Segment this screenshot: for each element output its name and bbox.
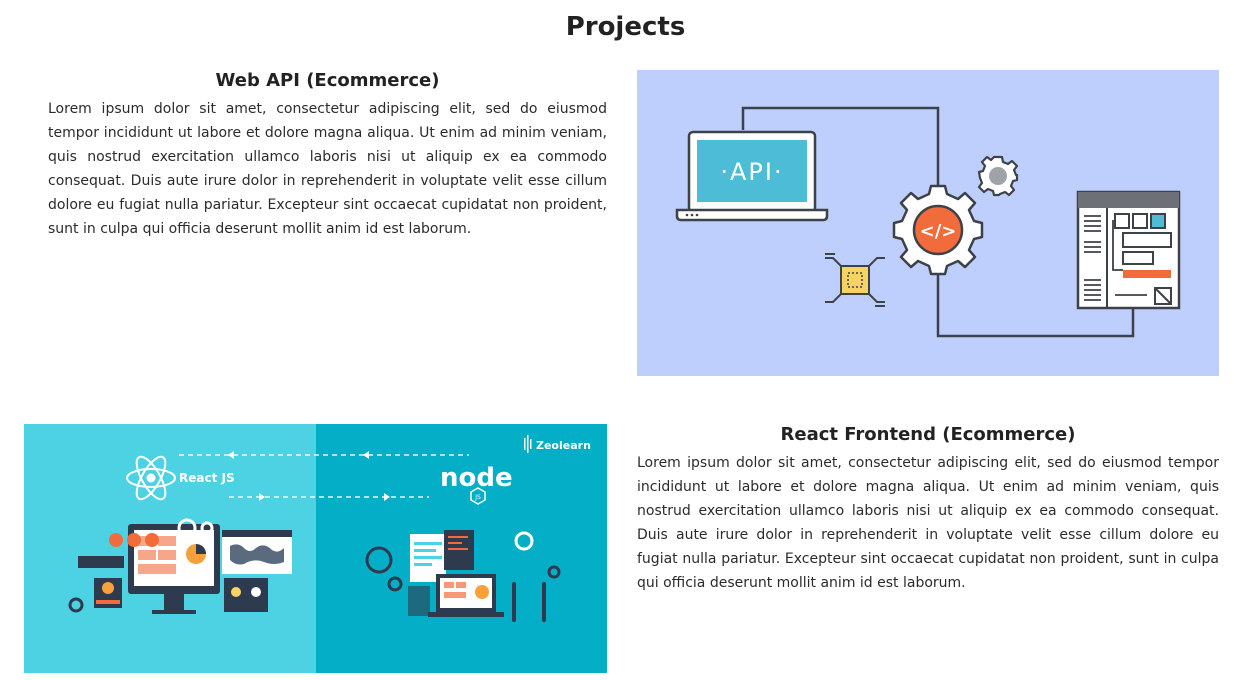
project-title: Web API (Ecommerce) [215,70,440,91]
project-web-api: Web API (Ecommerce) Lorem ipsum dolor si… [48,70,607,241]
weather-widget-icon [224,578,268,612]
hearts-row-icon [109,533,159,547]
project-title: React Frontend (Ecommerce) [780,424,1076,445]
react-js-label: React JS [179,471,235,485]
laptop-icon [428,574,504,617]
page-title: Projects [565,12,686,42]
react-logo-icon [126,455,176,501]
project-description: Lorem ipsum dolor sit amet, consectetur … [637,455,1219,591]
project-react-frontend: React Frontend (Ecommerce) Lorem ipsum d… [637,424,1219,595]
laptop-icon: ·API· [675,130,829,222]
api-illustration: ·API· </> [675,106,1181,338]
zeolearn-brand: Zeolearn [536,439,591,452]
chip-icon [825,253,885,307]
gear-icon [365,531,561,592]
zeolearn-logo-icon [524,435,532,453]
node-logo-text: node [440,463,513,493]
react-node-illustration: React JS node JS Zeolearn [24,424,607,673]
node-js-sub: JS [474,494,481,501]
gear-icon [68,518,214,613]
code-symbol: </> [920,221,957,242]
project-image-api: ·API· </> [637,70,1219,376]
settings-panel-icon [78,556,124,608]
browser-window-icon [1076,190,1181,310]
code-gear-icon: </> [892,184,984,276]
project-description: Lorem ipsum dolor sit amet, consectetur … [48,101,607,237]
server-icon [408,586,430,616]
wrench-icon [512,582,546,622]
small-gear-icon [977,155,1019,197]
world-map-icon [222,530,292,574]
project-image-react-node: React JS node JS Zeolearn [24,424,607,673]
node-hexagon-icon: JS [470,487,486,505]
api-screen-text: ·API· [720,158,783,186]
